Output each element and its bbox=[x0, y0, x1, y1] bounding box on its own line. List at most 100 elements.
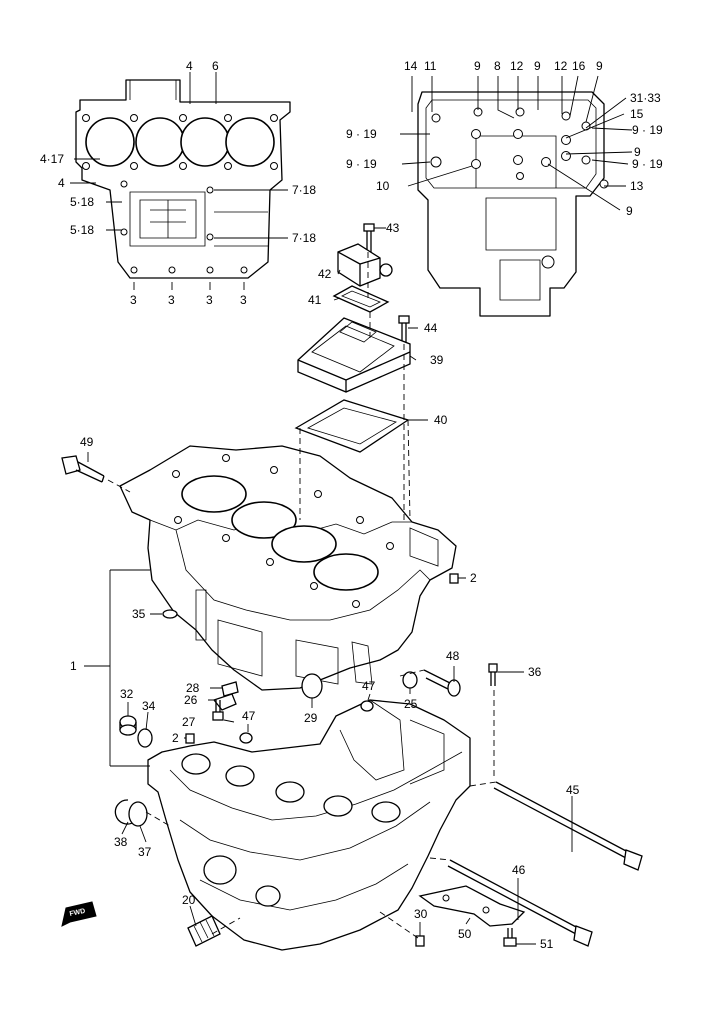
label-13: 13 bbox=[630, 179, 644, 193]
label-3-b: 3 bbox=[168, 293, 175, 307]
fwd-badge-text: FWD bbox=[69, 908, 86, 918]
label-47-upper: 47 bbox=[362, 679, 376, 693]
label-3-d: 3 bbox=[240, 293, 247, 307]
lower-crankcase-main bbox=[147, 699, 471, 951]
label-5-18-upper: 5·18 bbox=[70, 195, 94, 209]
label-5-18-lower: 5·18 bbox=[70, 223, 94, 237]
label-14: 14 bbox=[404, 59, 418, 73]
label-9-top-c: 9 bbox=[596, 59, 603, 73]
label-45: 45 bbox=[566, 783, 580, 797]
label-15: 15 bbox=[630, 107, 644, 121]
label-9-bottom: 9 bbox=[626, 204, 633, 218]
label-49: 49 bbox=[80, 435, 94, 449]
label-1: 1 bbox=[70, 659, 77, 673]
dowel-2b bbox=[185, 733, 195, 744]
breather-cover-39 bbox=[297, 317, 411, 393]
circlip-38 bbox=[114, 799, 135, 825]
label-12-a: 12 bbox=[510, 59, 524, 73]
label-12-b: 12 bbox=[554, 59, 568, 73]
washer-34 bbox=[137, 728, 153, 748]
nut-47b bbox=[239, 732, 253, 744]
label-44: 44 bbox=[424, 321, 438, 335]
lower-crankcase-inset bbox=[417, 91, 609, 317]
label-16: 16 bbox=[572, 59, 586, 73]
label-31-33: 31·33 bbox=[630, 91, 661, 105]
label-9-top-a: 9 bbox=[474, 59, 481, 73]
label-2-lower: 2 bbox=[172, 731, 179, 745]
label-42: 42 bbox=[318, 267, 332, 281]
label-7-18-lower: 7·18 bbox=[292, 231, 316, 245]
label-9-19-left-a: 9 · 19 bbox=[346, 127, 377, 141]
label-30: 30 bbox=[414, 907, 428, 921]
bolt-51 bbox=[503, 928, 517, 947]
label-6: 6 bbox=[212, 59, 219, 73]
plug-36 bbox=[488, 663, 498, 686]
label-48: 48 bbox=[446, 649, 460, 663]
label-8: 8 bbox=[494, 59, 501, 73]
dowel-2a bbox=[449, 573, 459, 584]
label-9-19-right-a: 9 · 19 bbox=[632, 123, 663, 137]
upper-crankcase-main bbox=[119, 445, 457, 691]
plate-50 bbox=[418, 885, 526, 927]
label-38: 38 bbox=[114, 835, 128, 849]
breather-cap-42 bbox=[337, 243, 393, 287]
label-41: 41 bbox=[308, 293, 322, 307]
label-51: 51 bbox=[540, 937, 554, 951]
label-36: 36 bbox=[528, 665, 542, 679]
label-9-19-left-b: 9 · 19 bbox=[346, 157, 377, 171]
label-20: 20 bbox=[182, 893, 196, 907]
gasket-40 bbox=[294, 399, 410, 453]
nut-47a bbox=[360, 700, 374, 712]
gasket-41 bbox=[332, 285, 390, 313]
leader-lines bbox=[70, 72, 633, 945]
upper-case-bolt-holes bbox=[82, 114, 278, 274]
label-40: 40 bbox=[434, 413, 448, 427]
upper-crankcase-inset bbox=[75, 79, 291, 279]
label-3-c: 3 bbox=[206, 293, 213, 307]
label-25: 25 bbox=[404, 697, 418, 711]
bolt-48 bbox=[423, 669, 461, 697]
label-2-upper: 2 bbox=[470, 571, 477, 585]
label-4-17: 4·17 bbox=[40, 152, 64, 166]
label-4-top: 4 bbox=[186, 59, 193, 73]
label-32: 32 bbox=[120, 687, 134, 701]
label-10: 10 bbox=[376, 179, 390, 193]
plug-37 bbox=[128, 801, 148, 827]
label-9-right: 9 bbox=[634, 145, 641, 159]
assembly-lines bbox=[107, 252, 497, 939]
o-ring-35 bbox=[162, 609, 178, 619]
label-11: 11 bbox=[424, 59, 437, 73]
label-46: 46 bbox=[512, 863, 526, 877]
bolt-45 bbox=[493, 781, 643, 871]
label-39: 39 bbox=[430, 353, 444, 367]
label-50: 50 bbox=[458, 927, 472, 941]
label-37: 37 bbox=[138, 845, 152, 859]
main-case-studs bbox=[172, 454, 394, 608]
label-28: 28 bbox=[186, 681, 200, 695]
bolt-46 bbox=[447, 859, 593, 947]
seal-29 bbox=[301, 673, 323, 699]
label-35: 35 bbox=[132, 607, 146, 621]
bolt-43 bbox=[363, 223, 375, 252]
label-7-18-upper: 7·18 bbox=[292, 183, 316, 197]
upper-case-bores bbox=[85, 117, 275, 167]
crank-journals bbox=[181, 753, 401, 907]
small-parts bbox=[61, 455, 643, 947]
label-29: 29 bbox=[304, 711, 318, 725]
label-27: 27 bbox=[182, 715, 196, 729]
main-cylinder-bores bbox=[181, 475, 379, 591]
label-3-a: 3 bbox=[130, 293, 137, 307]
label-4-left: 4 bbox=[58, 176, 65, 190]
part-labels: 4 6 4·17 4 5·18 5·18 7·18 7·18 3 3 3 3 1… bbox=[40, 59, 663, 951]
fwd-badge: FWD bbox=[61, 901, 97, 927]
plug-20 bbox=[187, 915, 221, 947]
label-47-lower: 47 bbox=[242, 709, 256, 723]
breather-parts bbox=[294, 223, 411, 453]
label-43: 43 bbox=[386, 221, 400, 235]
label-26: 26 bbox=[184, 693, 198, 707]
bolt-49 bbox=[61, 455, 105, 483]
label-9-top-b: 9 bbox=[534, 59, 541, 73]
bracket-28-26 bbox=[212, 681, 239, 711]
plug-32 bbox=[119, 715, 137, 736]
